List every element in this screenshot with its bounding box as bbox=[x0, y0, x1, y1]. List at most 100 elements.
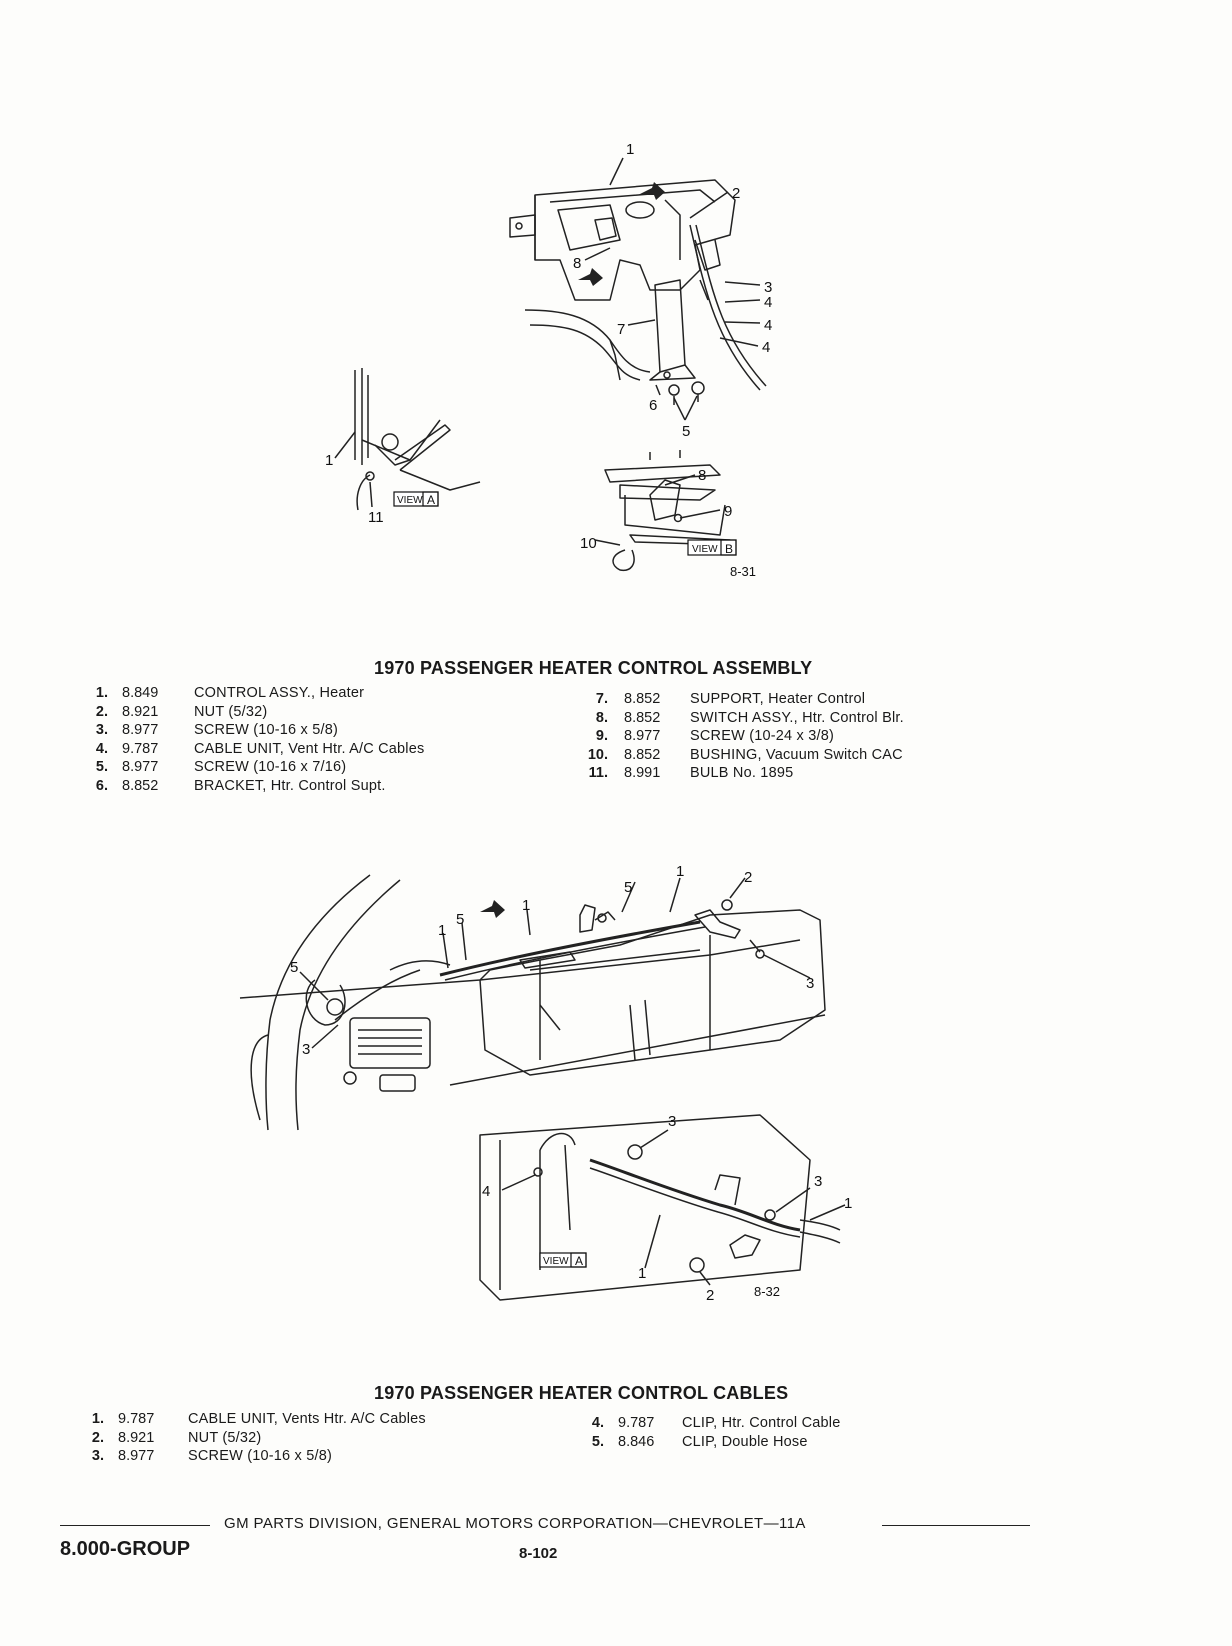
footer-division-text: GM PARTS DIVISION, GENERAL MOTORS CORPOR… bbox=[224, 1515, 806, 1532]
list-item: 3. 8.977 SCREW (10-16 x 5/8) bbox=[82, 1447, 562, 1466]
callout: 2 bbox=[732, 185, 740, 202]
figure-number: 8-32 bbox=[754, 1284, 780, 1299]
item-number: 5. bbox=[591, 1433, 604, 1450]
page-number: 8-102 bbox=[519, 1545, 558, 1562]
item-description: CLIP, Htr. Control Cable bbox=[682, 1415, 841, 1431]
callout: 1 bbox=[522, 897, 530, 914]
heater-cables-illustration: VIEW A 1 2 5 1 5 1 5 3 3 3 4 3 1 1 2 8-3… bbox=[239, 863, 852, 1304]
list-item: 5. 8.846 CLIP, Double Hose bbox=[582, 1433, 1002, 1452]
list-item: 4. 9.787 CLIP, Htr. Control Cable bbox=[582, 1414, 1002, 1433]
list-item: 6. 8.852 BRACKET, Htr. Control Supt. bbox=[86, 777, 566, 796]
item-code: 8.921 bbox=[122, 703, 159, 720]
callout: 7 bbox=[617, 321, 625, 338]
view-a-tag-1: VIEW A bbox=[393, 491, 439, 507]
item-description: SCREW (10-16 x 5/8) bbox=[194, 722, 339, 738]
item-description: CLIP, Double Hose bbox=[682, 1433, 808, 1450]
view-b-tag: VIEW B bbox=[687, 539, 737, 556]
section-title-control-assembly: 1970 PASSENGER HEATER CONTROL ASSEMBLY bbox=[374, 658, 813, 678]
item-code: 8.921 bbox=[118, 1429, 155, 1446]
callout: 6 bbox=[649, 397, 657, 414]
item-code: 8.977 bbox=[122, 722, 159, 738]
callout: 3 bbox=[302, 1041, 310, 1058]
parts-list-right-2: 4. 9.787 CLIP, Htr. Control Cable 5. 8.846 C… bbox=[582, 1414, 1002, 1451]
figure-heater-control-assembly: VIEW A VIEW B 1 2 3 4 4 4 5 6 7 8 1 11 8… bbox=[320, 140, 840, 610]
item-number: 4. bbox=[95, 740, 108, 757]
item-code: 9.787 bbox=[118, 1411, 155, 1427]
list-item: 1. 9.787 CABLE UNIT, Vents Htr. A/C Cables bbox=[82, 1410, 562, 1429]
item-code: 8.977 bbox=[624, 728, 661, 744]
callout: 11 bbox=[368, 509, 384, 526]
callout: 3 bbox=[806, 975, 814, 992]
figure-number: 8-31 bbox=[730, 564, 756, 579]
item-number: 10. bbox=[587, 746, 608, 763]
item-code: 8.849 bbox=[122, 685, 159, 701]
item-description: CABLE UNIT, Vent Htr. A/C Cables bbox=[194, 740, 425, 757]
list-item: 3. 8.977 SCREW (10-16 x 5/8) bbox=[86, 721, 566, 740]
callout: 3 bbox=[668, 1113, 676, 1130]
item-code: 8.991 bbox=[624, 765, 661, 781]
item-number: 4. bbox=[591, 1415, 604, 1431]
callout: 1 bbox=[626, 141, 634, 158]
item-number: 3. bbox=[91, 1448, 104, 1464]
item-number: 3. bbox=[95, 722, 108, 738]
item-description: BULB No. 1895 bbox=[690, 765, 794, 781]
item-description: BUSHING, Vacuum Switch CAC bbox=[690, 746, 903, 763]
callout: 1 bbox=[325, 452, 333, 469]
footer-rule-right bbox=[882, 1525, 1030, 1526]
callout: 2 bbox=[744, 869, 752, 886]
callout: 8 bbox=[698, 467, 706, 484]
item-code: 9.787 bbox=[122, 740, 159, 757]
item-code: 8.852 bbox=[122, 777, 159, 794]
section-title-control-cables: 1970 PASSENGER HEATER CONTROL CABLES bbox=[374, 1383, 789, 1403]
item-code: 8.977 bbox=[118, 1448, 155, 1464]
item-description: SCREW (10-16 x 5/8) bbox=[188, 1448, 333, 1464]
item-description: SCREW (10-24 x 3/8) bbox=[690, 728, 835, 744]
item-number: 2. bbox=[95, 703, 108, 720]
callout: 5 bbox=[624, 879, 632, 896]
view-a-letter: A bbox=[575, 1254, 583, 1268]
item-number: 9. bbox=[595, 728, 608, 744]
item-description: SUPPORT, Heater Control bbox=[690, 691, 866, 707]
list-item: 9. 8.977 SCREW (10-24 x 3/8) bbox=[586, 727, 1006, 746]
item-number: 7. bbox=[595, 691, 608, 707]
item-description: NUT (5/32) bbox=[194, 703, 268, 720]
callout: 4 bbox=[764, 294, 772, 311]
item-number: 1. bbox=[91, 1411, 104, 1427]
callout: 1 bbox=[638, 1265, 646, 1282]
item-description: CABLE UNIT, Vents Htr. A/C Cables bbox=[188, 1411, 426, 1427]
callout: 8 bbox=[573, 255, 581, 272]
item-code: 9.787 bbox=[618, 1415, 655, 1431]
callout: 1 bbox=[676, 863, 684, 880]
item-code: 8.852 bbox=[624, 691, 661, 707]
callout: 4 bbox=[482, 1183, 490, 1200]
heater-control-illustration: VIEW A VIEW B 1 2 3 4 4 4 5 6 7 8 1 11 8… bbox=[325, 141, 772, 579]
item-description: SCREW (10-16 x 7/16) bbox=[194, 759, 347, 775]
list-item: 4. 9.787 CABLE UNIT, Vent Htr. A/C Cables bbox=[86, 740, 566, 759]
callout: 5 bbox=[682, 423, 690, 440]
callout: 10 bbox=[580, 535, 597, 552]
view-a-tag-2: VIEW A bbox=[539, 1252, 587, 1268]
callout: 1 bbox=[438, 922, 446, 939]
view-a-word: VIEW bbox=[397, 495, 423, 506]
view-a-letter: A bbox=[427, 493, 435, 507]
item-code: 8.977 bbox=[122, 759, 159, 775]
group-label: 8.000-GROUP bbox=[60, 1538, 191, 1560]
item-number: 6. bbox=[95, 777, 108, 794]
callout: 4 bbox=[762, 339, 770, 356]
callout: 3 bbox=[764, 279, 772, 296]
callout: 2 bbox=[706, 1287, 714, 1304]
callout: 9 bbox=[724, 503, 732, 520]
item-description: BRACKET, Htr. Control Supt. bbox=[194, 777, 386, 794]
item-description: CONTROL ASSY., Heater bbox=[194, 685, 365, 701]
view-a-word: VIEW bbox=[543, 1256, 569, 1267]
footer-rule-left bbox=[60, 1525, 210, 1526]
item-code: 8.846 bbox=[618, 1433, 655, 1450]
view-b-word: VIEW bbox=[692, 544, 718, 555]
